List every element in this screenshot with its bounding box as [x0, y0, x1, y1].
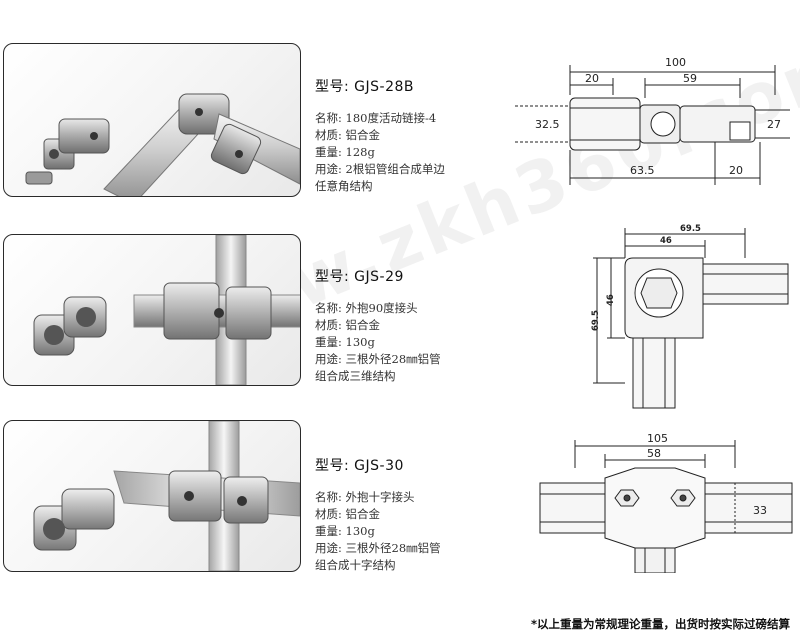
footnote: *以上重量为常规理论重量，出货时按实际过磅结算 [530, 617, 790, 631]
dim-right-dia: 27 [767, 118, 781, 131]
dim-left-outer: 69.5 [591, 310, 601, 331]
dim-mid: 58 [647, 447, 661, 460]
product-photo-gjs-30 [3, 420, 301, 572]
usage-label: 用途: 三根外径28㎜铝管 [315, 541, 441, 555]
material-label: 材质: 铝合金 [315, 128, 381, 142]
product-photo-gjs-28b [3, 43, 301, 197]
usage-label-cont: 任意角结构 [315, 179, 373, 193]
dim-mid: 59 [683, 72, 697, 85]
dim-right: 33 [753, 504, 767, 517]
weight-label: 重量: 128g [315, 145, 375, 159]
dim-bottom-left: 63.5 [630, 164, 655, 177]
dimension-drawing-gjs-30: 105 58 33 [539, 432, 793, 573]
usage-label: 用途: 2根铝管组合成单边 [315, 162, 445, 176]
model-label: 型号: GJS-29 [315, 269, 404, 285]
usage-label-cont: 组合成十字结构 [315, 558, 396, 572]
name-label: 名称: 外抱90度接头 [315, 301, 418, 315]
material-label: 材质: 铝合金 [315, 318, 381, 332]
product-info-gjs-30: 型号: GJS-30 名称: 外抱十字接头 材质: 铝合金 重量: 130g 用… [315, 455, 441, 574]
dimension-drawing-gjs-28b: 100 20 59 32.5 27 63.5 20 [515, 56, 790, 185]
model-label: 型号: GJS-28B [315, 79, 415, 95]
dim-total: 100 [665, 56, 686, 69]
dim-top-outer: 69.5 [680, 224, 701, 234]
dim-top-inner: 46 [660, 236, 672, 246]
model-label: 型号: GJS-30 [315, 458, 404, 474]
dim-total: 105 [647, 432, 668, 445]
dim-left-dia: 32.5 [535, 118, 560, 131]
name-label: 名称: 180度活动链接-4 [315, 111, 437, 125]
dim-left: 20 [585, 72, 599, 85]
weight-label: 重量: 130g [315, 524, 375, 538]
dim-left-inner: 46 [606, 294, 616, 306]
product-photo-gjs-29 [3, 234, 301, 386]
material-label: 材质: 铝合金 [315, 507, 381, 521]
usage-label-cont: 组合成三维结构 [315, 369, 396, 383]
product-info-gjs-29: 型号: GJS-29 名称: 外抱90度接头 材质: 铝合金 重量: 130g … [315, 266, 441, 385]
weight-label: 重量: 130g [315, 335, 375, 349]
product-info-gjs-28b: 型号: GJS-28B 名称: 180度活动链接-4 材质: 铝合金 重量: 1… [315, 76, 445, 195]
dimension-drawing-gjs-29: 69.5 46 69.5 46 [591, 224, 789, 409]
name-label: 名称: 外抱十字接头 [315, 490, 415, 504]
usage-label: 用途: 三根外径28㎜铝管 [315, 352, 441, 366]
dim-bottom-right: 20 [729, 164, 743, 177]
